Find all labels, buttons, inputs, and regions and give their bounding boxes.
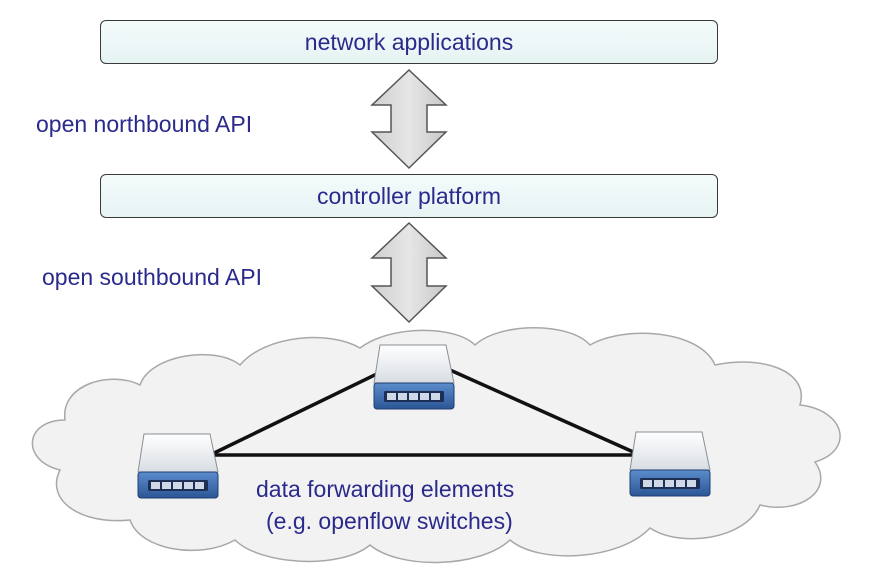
northbound-api-label: open northbound API <box>36 111 253 137</box>
switch-top[interactable] <box>373 344 455 410</box>
controller-platform-box: controller platform <box>100 174 718 218</box>
controller-platform-label: controller platform <box>316 182 502 209</box>
link-top-right <box>449 368 641 457</box>
network-applications-box: network applications <box>100 20 718 64</box>
southbound-arrow <box>370 221 448 324</box>
network-applications-label: network applications <box>304 28 514 55</box>
switch-left[interactable] <box>137 433 219 499</box>
data-plane-caption-line1: data forwarding elements <box>256 476 515 502</box>
data-plane-caption-line2: (e.g. openflow switches) <box>266 508 513 534</box>
southbound-api-label: open southbound API <box>42 264 262 290</box>
link-left-top <box>209 368 386 457</box>
switch-right[interactable] <box>629 431 711 497</box>
northbound-arrow <box>370 68 448 170</box>
network-cloud <box>31 327 841 564</box>
